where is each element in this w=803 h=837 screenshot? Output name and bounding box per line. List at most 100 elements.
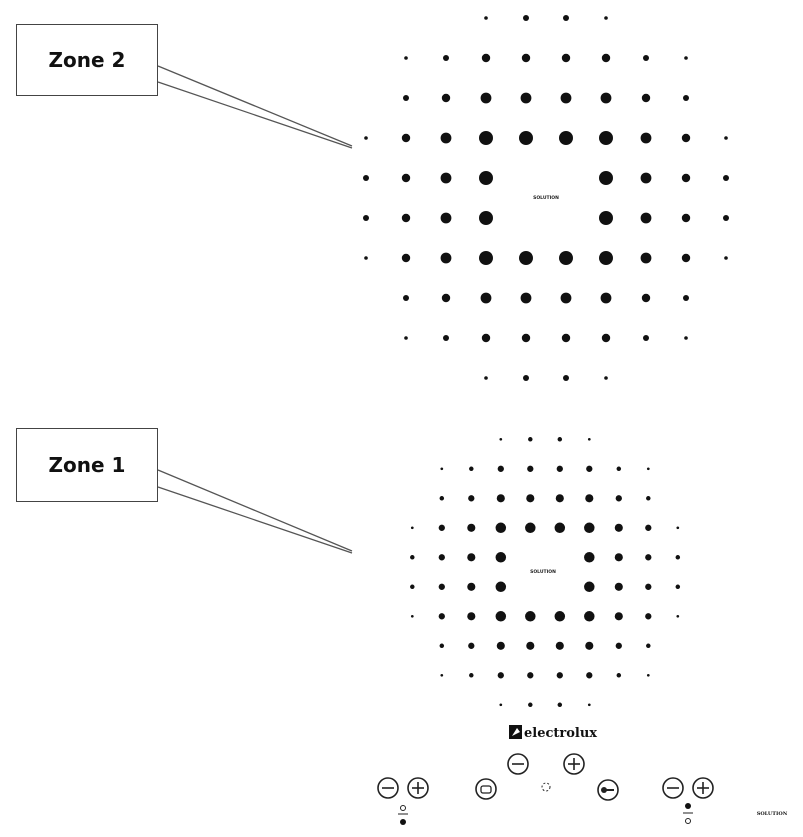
heating-dot (683, 95, 689, 101)
heating-dot (401, 253, 411, 263)
heating-dot (614, 582, 623, 591)
heating-dot (497, 465, 504, 472)
heating-dot (520, 292, 532, 304)
zone-indicator-icon (685, 803, 691, 809)
heating-dot (404, 336, 408, 340)
heating-dot (601, 333, 611, 343)
heating-dot (480, 292, 492, 304)
heating-dot (479, 211, 493, 225)
heating-dot (497, 672, 504, 679)
heating-dot (645, 583, 652, 590)
center-minus-button[interactable] (507, 753, 529, 775)
heating-dot (363, 215, 369, 221)
left-plus-button[interactable] (407, 777, 429, 799)
heating-dot (495, 611, 507, 622)
corner-model-label: SOLUTION (757, 811, 788, 817)
right-minus-button[interactable] (662, 777, 684, 799)
heating-dot (467, 523, 476, 532)
heating-dot (403, 295, 409, 301)
heating-dot (640, 212, 652, 224)
heating-dot (521, 333, 531, 343)
lock-button[interactable] (597, 779, 619, 801)
heating-dot (561, 53, 571, 63)
brand-name: electrolux (524, 726, 597, 741)
heating-dot (675, 584, 681, 590)
heating-dot (404, 56, 408, 60)
heating-dot (559, 131, 573, 145)
heating-dot (440, 673, 444, 677)
heating-dot (586, 465, 593, 472)
heating-dot (528, 702, 533, 708)
heating-dot (645, 554, 652, 561)
pan-detect-indicator (541, 782, 551, 792)
heating-dot (585, 494, 594, 503)
control-panel (377, 753, 714, 825)
heating-dot (467, 582, 476, 591)
heating-dot (440, 252, 452, 264)
heating-dot (499, 437, 503, 441)
heating-dot (723, 175, 729, 181)
heating-dot (519, 251, 533, 265)
heating-dot (440, 212, 452, 224)
heating-dot (600, 92, 612, 104)
heating-dot (440, 172, 452, 184)
heating-dot (646, 673, 650, 677)
heating-dot (496, 641, 505, 650)
heating-dot (646, 643, 651, 649)
heating-dot (526, 494, 535, 503)
heating-dot (479, 131, 493, 145)
heating-dot (528, 437, 533, 442)
heating-dot (723, 215, 729, 221)
plus-icon (563, 753, 585, 775)
heating-dot (563, 375, 569, 381)
heating-dot (555, 641, 564, 650)
right-plus-button[interactable] (692, 777, 714, 799)
zone-2-callout (157, 65, 353, 149)
heating-dot (604, 16, 608, 20)
timer-button[interactable] (475, 778, 497, 800)
heating-dot (601, 53, 611, 63)
heating-dot (403, 95, 409, 101)
heating-dot (599, 171, 613, 185)
heating-dot (684, 336, 688, 340)
heating-dot (563, 15, 569, 21)
heating-dot (443, 55, 449, 61)
heating-dot (484, 16, 488, 20)
left-zone-indicator (398, 805, 408, 825)
heating-dot (599, 251, 613, 265)
heating-dot (643, 55, 649, 61)
zone-1-dot-pattern (410, 437, 681, 708)
zone-2-center-label: SOLUTION (533, 195, 559, 201)
center-plus-button[interactable] (563, 753, 585, 775)
heating-dot (467, 612, 476, 621)
heating-dot (527, 672, 534, 679)
heating-dot (438, 583, 445, 590)
heating-dot (479, 251, 493, 265)
heating-dot (440, 467, 444, 471)
zone-2-label: Zone 2 (16, 24, 158, 96)
heating-dot (479, 171, 493, 185)
heating-dot (519, 131, 533, 145)
heating-dot (438, 554, 445, 561)
heating-dot (646, 496, 651, 501)
heating-dot (555, 494, 564, 503)
heating-dot (440, 132, 452, 144)
heating-dot (364, 256, 368, 260)
electrolux-logo: electrolux (509, 725, 597, 741)
heating-dot (584, 581, 595, 593)
zone-1-callout (157, 469, 353, 554)
zone-1-center-label: SOLUTION (530, 569, 556, 575)
heating-dot (468, 495, 475, 502)
heating-dot (410, 555, 415, 560)
heating-dot (614, 553, 623, 562)
heating-dot (556, 672, 563, 679)
heating-dot (410, 614, 414, 618)
heating-dot (584, 522, 595, 534)
heating-dot (481, 53, 491, 63)
heating-dot (599, 211, 613, 225)
heating-dot (438, 613, 445, 620)
timer-icon (475, 778, 497, 800)
heating-dot (616, 466, 622, 472)
left-minus-button[interactable] (377, 777, 399, 799)
heating-dot (523, 15, 529, 21)
